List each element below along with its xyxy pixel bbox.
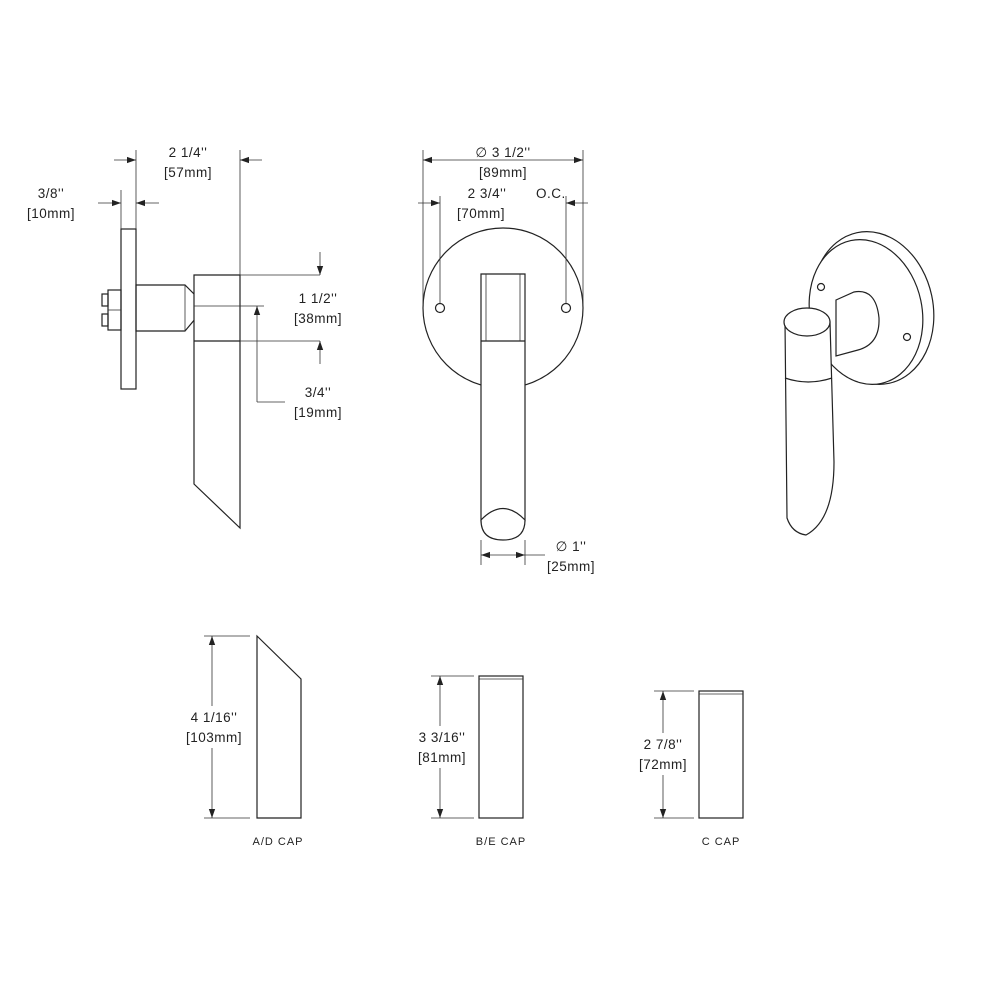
- cap-ad-height-in: 4 1/16'': [191, 710, 238, 725]
- cap-ad-label: A/D CAP: [252, 836, 303, 848]
- iso-collar: [835, 290, 880, 357]
- cap-ad-shape: [256, 634, 302, 819]
- front-lever-mm: [25mm]: [547, 559, 595, 574]
- side-depth-in: 2 1/4'': [169, 145, 208, 160]
- iso-lever-band: [784, 377, 833, 383]
- front-centers-suffix: O.C.: [536, 186, 566, 201]
- front-lever-end: [480, 519, 526, 541]
- cap-c-label: C CAP: [702, 836, 741, 848]
- iso-lever-top: [783, 307, 831, 337]
- side-view: 2 1/4'' [57mm] 3/8'' [10mm] 1 1/2'' [38m…: [27, 145, 342, 530]
- isometric-view: [783, 231, 935, 536]
- cap-c-height-in: 2 7/8'': [644, 737, 683, 752]
- screw-hole-icon: [434, 302, 446, 314]
- cap-be-height-mm: [81mm]: [418, 750, 466, 765]
- screw-hole-icon: [560, 302, 572, 314]
- cap-be-label: B/E CAP: [476, 836, 526, 848]
- screw-hole-icon: [816, 282, 826, 292]
- side-offset-mm: [19mm]: [294, 405, 342, 420]
- side-height-in: 1 1/2'': [299, 291, 338, 306]
- side-lever-body: [193, 274, 241, 530]
- cap-c: 2 7/8'' [72mm] C CAP: [632, 690, 744, 848]
- cap-be-height-in: 3 3/16'': [419, 730, 466, 745]
- front-view: ∅ 3 1/2'' [89mm] 2 3/4'' O.C. [70mm] ∅ 1…: [418, 145, 595, 574]
- front-diameter-mm: [89mm]: [479, 165, 527, 180]
- cap-ad: 4 1/16'' [103mm] A/D CAP: [180, 634, 303, 848]
- screw-icon: [101, 289, 122, 331]
- side-wall-plate: [120, 228, 137, 390]
- front-diameter-in: ∅ 3 1/2'': [475, 145, 530, 160]
- cap-c-shape: [698, 690, 744, 819]
- cap-ad-height-mm: [103mm]: [186, 730, 242, 745]
- front-centers-in: 2 3/4'': [468, 186, 507, 201]
- cap-be: 3 3/16'' [81mm] B/E CAP: [412, 675, 526, 848]
- front-lever: [480, 273, 526, 522]
- side-height-mm: [38mm]: [294, 311, 342, 326]
- cap-c-height-mm: [72mm]: [639, 757, 687, 772]
- front-lever-in: ∅ 1'': [556, 539, 587, 554]
- cap-be-shape: [478, 675, 524, 819]
- side-depth-mm: [57mm]: [164, 165, 212, 180]
- front-centers-mm: [70mm]: [457, 206, 505, 221]
- side-plate-in: 3/8'': [38, 186, 64, 201]
- side-plate-mm: [10mm]: [27, 206, 75, 221]
- side-offset-in: 3/4'': [305, 385, 331, 400]
- screw-hole-icon: [902, 332, 912, 342]
- iso-lever: [784, 321, 835, 536]
